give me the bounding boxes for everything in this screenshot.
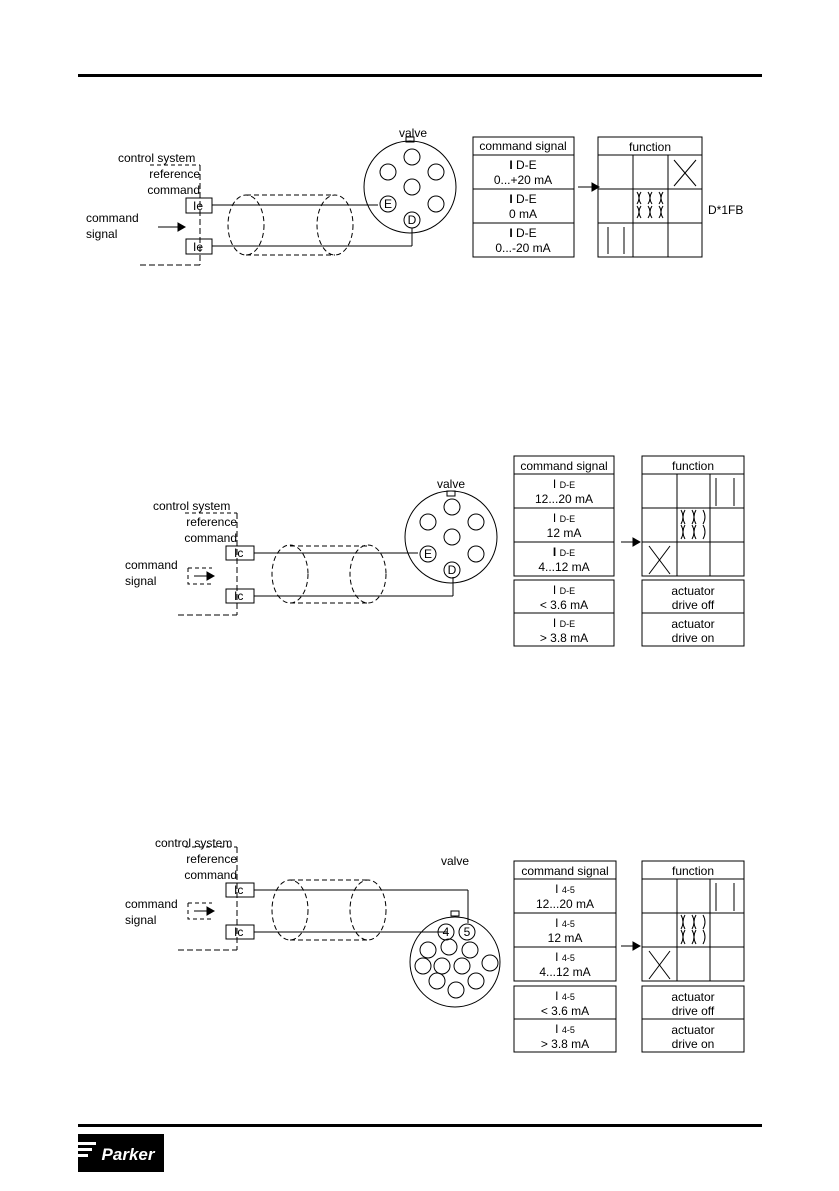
row4-sub: I 4-5 [555,989,575,1003]
wiring-diagram-2: control system reference command command… [125,455,745,647]
table-header: command signal [521,864,608,878]
valve-label: valve [437,477,465,491]
row3-value: 4...12 mA [538,560,589,574]
label-command-signal-2: signal [86,227,117,241]
row5-value: > 3.8 mA [541,1037,589,1051]
pin-d: D [408,213,417,227]
valve-label: valve [399,126,427,140]
function-drive-off-2: drive off [672,598,715,612]
label-command: command [184,531,237,545]
row3-sub: I D-E [553,545,575,559]
valve-label: valve [441,854,469,868]
box-ie-top: Ie [193,199,203,213]
label-control-system: control system [155,836,232,850]
row1-value: 12...20 mA [536,897,594,911]
table-header: command signal [520,459,607,473]
row5-sub: I D-E [553,616,575,630]
wiring-diagram-3: control system reference command command… [125,836,745,1053]
row1-sub: I D-E [509,158,536,172]
row1-value: 12...20 mA [535,492,593,506]
pin-e: E [384,197,392,211]
pin-4: 4 [443,925,450,939]
row2-sub: I 4-5 [555,916,575,930]
row5-value: > 3.8 mA [540,631,588,645]
row1-sub: I D-E [553,477,575,491]
header-rule [78,74,762,77]
row1-value: 0...+20 mA [494,173,552,187]
label-command: command [184,868,237,882]
model-code: D*1FB [708,203,743,217]
label-command-signal-2: signal [125,574,156,588]
label-reference: reference [186,852,237,866]
function-header: function [672,459,714,473]
function-drive-on-2: drive on [672,631,715,645]
footer-rule [78,1124,762,1127]
row2-value: 0 mA [509,207,537,221]
row4-value: < 3.6 mA [540,598,588,612]
function-drive-off-1: actuator [671,990,714,1004]
row2-sub: I D-E [509,192,536,206]
table-header: command signal [479,139,566,153]
function-drive-off-2: drive off [672,1004,715,1018]
label-control-system: control system [118,151,195,165]
pin-5: 5 [464,925,471,939]
pin-e: E [424,547,432,561]
label-command-signal-1: command [125,897,178,911]
row2-value: 12 mA [548,931,583,945]
row3-value: 4...12 mA [539,965,590,979]
box-ic-top: Ic [234,883,243,897]
label-command: command [147,183,200,197]
label-command-signal-2: signal [125,913,156,927]
function-drive-off-1: actuator [671,584,714,598]
label-command-signal-1: command [125,558,178,572]
row4-value: < 3.6 mA [541,1004,589,1018]
row5-sub: I 4-5 [555,1022,575,1036]
function-drive-on-1: actuator [671,1023,714,1037]
row3-sub: I 4-5 [555,950,575,964]
box-ic-bottom: Ic [234,589,243,603]
row2-value: 12 mA [547,526,582,540]
function-header: function [672,864,714,878]
label-control-system: control system [153,499,230,513]
parker-logo: Parker [78,1134,164,1172]
function-drive-on-1: actuator [671,617,714,631]
box-ic-top: Ic [234,546,243,560]
label-command-signal-1: command [86,211,139,225]
row3-sub: I D-E [509,226,536,240]
row3-value: 0...-20 mA [495,241,550,255]
function-drive-on-2: drive on [672,1037,715,1051]
row4-sub: I D-E [553,583,575,597]
pin-d: D [448,563,457,577]
row1-sub: I 4-5 [555,882,575,896]
label-reference: reference [186,515,237,529]
row2-sub: I D-E [553,511,575,525]
box-ie-bottom: Ie [193,240,203,254]
function-header: function [629,140,671,154]
wiring-diagram-1: control system reference command command… [86,126,743,266]
brand-name: Parker [102,1145,156,1164]
box-ic-bottom: Ic [234,925,243,939]
label-reference: reference [149,167,200,181]
